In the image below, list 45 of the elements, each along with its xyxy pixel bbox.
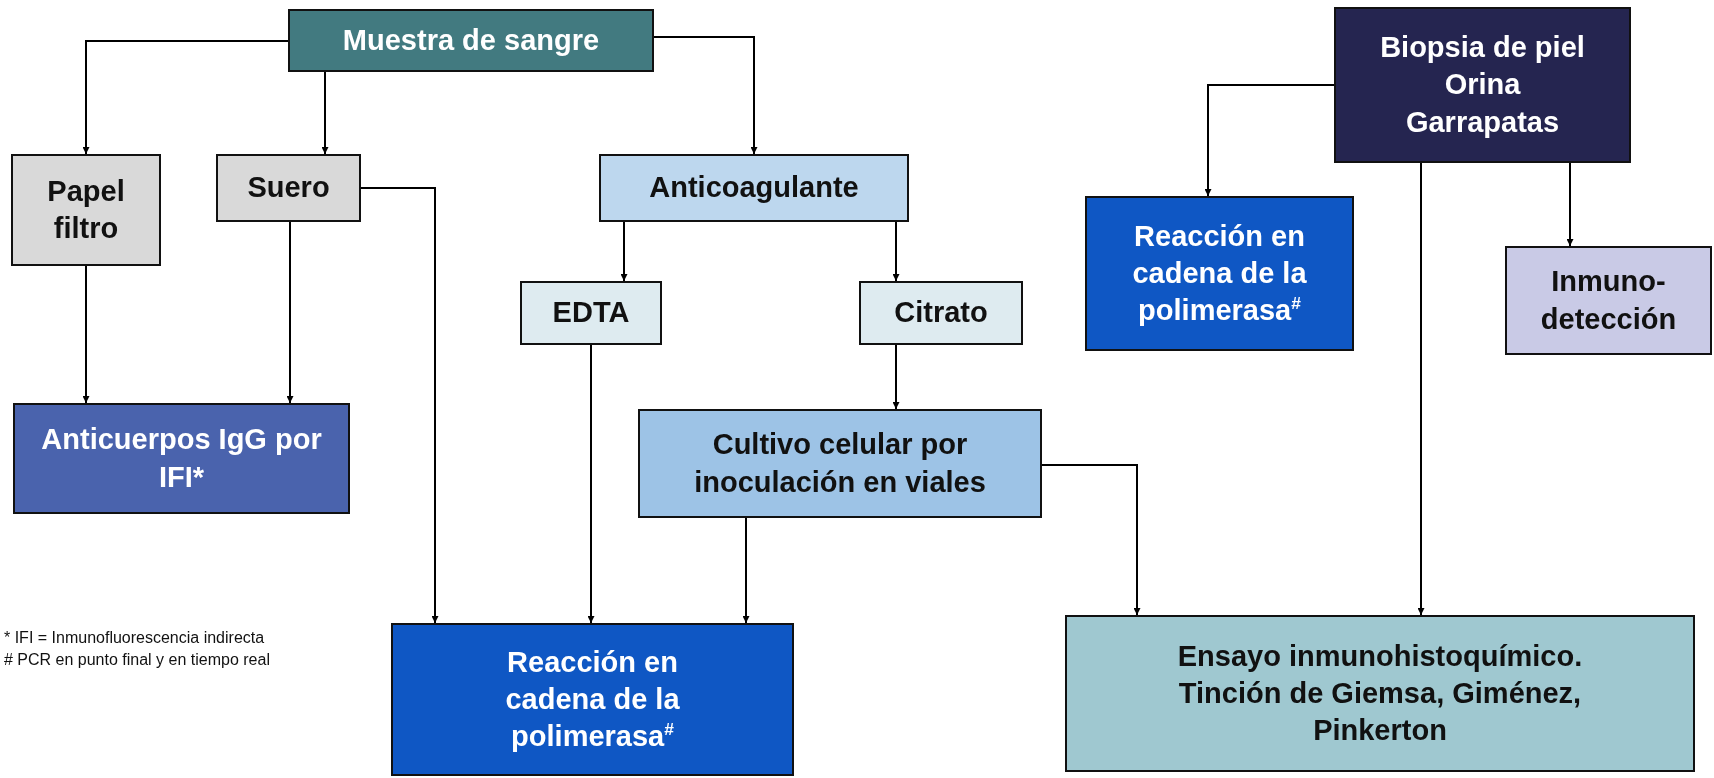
arrow: [82, 265, 90, 404]
arrow: [1041, 464, 1141, 616]
arrow: [892, 344, 900, 410]
arrow: [653, 36, 758, 155]
box-label: Anticoagulante: [649, 170, 859, 206]
box-label: Muestra de sangre: [342, 22, 600, 58]
arrow: [1417, 162, 1425, 616]
process-box: [638, 409, 1042, 518]
process-box: [216, 154, 361, 222]
process-box: [1334, 7, 1631, 163]
process-box: [1065, 615, 1695, 772]
box-label: Papel filtro: [46, 173, 126, 246]
arrow: [620, 221, 628, 282]
arrow: [587, 344, 595, 624]
process-box: [1505, 246, 1712, 355]
arrow: [82, 40, 289, 155]
process-box: [1085, 196, 1354, 351]
process-box: [288, 9, 654, 72]
process-box: [13, 403, 350, 514]
box-label: Biopsia de piel: [1380, 30, 1585, 66]
box-label: Suero: [247, 170, 330, 206]
box-label: EDTA: [552, 295, 630, 331]
box-label: Cultivo celular por inoculación en viales: [693, 427, 987, 500]
box-label: Ensayo inmunohistoquímico. Tinción de Giemsa, Giménez, Pinkerton: [1176, 638, 1584, 749]
process-box: [391, 623, 794, 776]
box-label: Inmuno-detección: [1539, 264, 1678, 337]
arrow: [742, 517, 750, 624]
box-label: Anticuerpos IgG por IFI*: [40, 422, 323, 495]
arrow: [1204, 84, 1335, 197]
arrow: [286, 221, 294, 404]
box-label: Orina: [1444, 67, 1521, 103]
arrow: [321, 71, 329, 155]
footnote: # PCR en punto final y en tiempo real: [4, 650, 270, 670]
footnote: * IFI = Inmunofluorescencia indirecta: [4, 628, 265, 648]
box-label: Garrapatas: [1405, 104, 1560, 140]
arrow: [1566, 162, 1574, 247]
process-box: [599, 154, 909, 222]
box-label: Citrato: [894, 295, 988, 331]
arrow: [892, 221, 900, 282]
process-box: [520, 281, 662, 345]
arrow: [360, 187, 439, 624]
process-box: [11, 154, 161, 266]
process-box: [859, 281, 1023, 345]
box-label: Reacción en cadena de la polimerasa$^{#}$: [504, 644, 681, 755]
box-label: Reacción en cadena de la polimerasa$^{#}$: [1131, 218, 1308, 329]
